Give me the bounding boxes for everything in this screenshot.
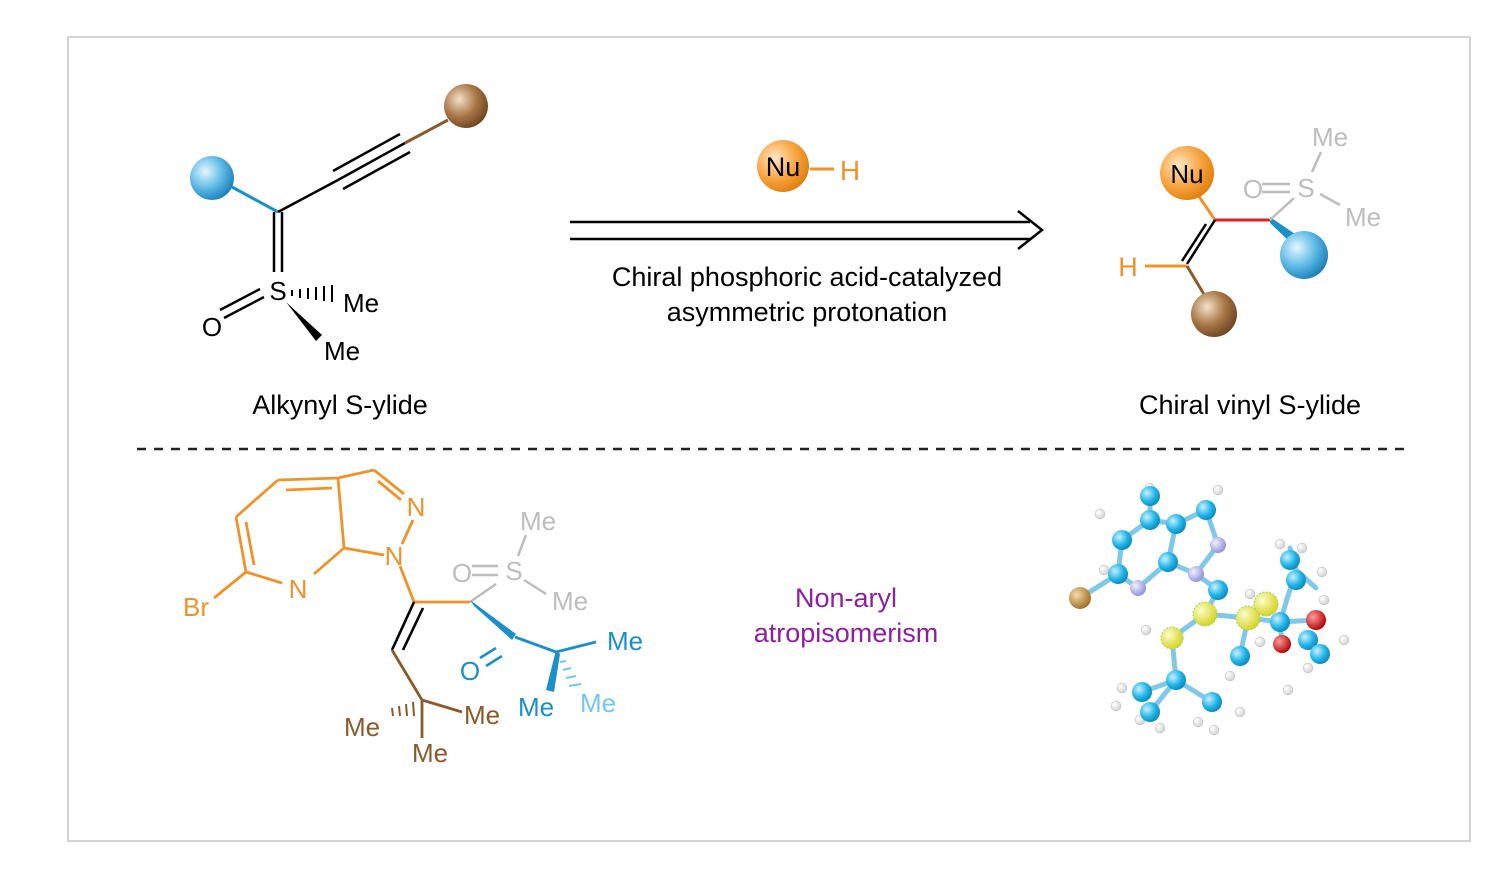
- blue-substituent-sphere: [1280, 231, 1328, 279]
- alkynyl-s-ylide-structure: S O Me Me: [190, 84, 488, 366]
- methyl-label: Me: [464, 700, 500, 730]
- nitrogen-atom-label: N: [289, 574, 308, 604]
- reagent-nu-h: Nu H: [757, 140, 860, 192]
- methyl-label: Me: [343, 288, 379, 318]
- left-structure-caption: Alkynyl S-ylide: [252, 390, 428, 420]
- reaction-condition-line1: Chiral phosphoric acid-catalyzed: [612, 262, 1002, 292]
- reaction-arrow: [570, 210, 1045, 250]
- methyl-label: Me: [518, 692, 554, 722]
- methyl-label: Me: [1312, 122, 1348, 152]
- methyl-label: Me: [607, 626, 643, 656]
- sulfur-atom-label: S: [505, 556, 522, 586]
- methyl-label: Me: [344, 712, 380, 742]
- reaction-condition-line2: asymmetric protonation: [667, 297, 948, 327]
- bromine-atom-sphere: [1069, 587, 1091, 609]
- chiral-vinyl-s-ylide-structure: Nu H O S Me Me: [1118, 122, 1381, 337]
- methyl-label: Me: [324, 336, 360, 366]
- bromine-atom-label: Br: [183, 592, 209, 622]
- brown-substituent-sphere: [444, 84, 488, 128]
- methyl-label: Me: [552, 586, 588, 616]
- atropisomerism-label-line2: atropisomerism: [754, 618, 939, 648]
- nucleophile-sphere: [1160, 146, 1214, 200]
- nitrogen-atom-label: N: [407, 492, 426, 522]
- nucleophile-label: Nu: [766, 152, 801, 182]
- atropisomerism-label-line1: Non-aryl: [795, 583, 897, 613]
- methyl-label: Me: [1345, 202, 1381, 232]
- brown-substituent-sphere: [1191, 291, 1237, 337]
- ketone-oxygen-label: O: [460, 656, 480, 686]
- methyl-label: Me: [412, 738, 448, 768]
- sulfur-atom-label: S: [1297, 173, 1314, 203]
- methyl-label: Me: [580, 688, 616, 718]
- oxygen-atom-label: O: [202, 312, 222, 342]
- atropisomer-molecule-structure: Br N N N O S Me Me O Me Me Me Me Me Me: [183, 468, 643, 768]
- hydrogen-label: H: [1118, 252, 1138, 282]
- oxygen-atom-label: O: [452, 558, 472, 588]
- nitrogen-atom-label: N: [385, 541, 404, 571]
- nucleophile-sphere: [757, 140, 809, 192]
- right-structure-caption: Chiral vinyl S-ylide: [1139, 390, 1361, 420]
- oxygen-atom-label: O: [1243, 174, 1263, 204]
- sulfur-atom-label: S: [269, 276, 286, 306]
- nucleophile-label: Nu: [1170, 159, 1203, 189]
- methyl-label: Me: [520, 506, 556, 536]
- blue-substituent-sphere: [190, 156, 234, 200]
- crystal-structure-model: [1069, 482, 1350, 736]
- hydrogen-label: H: [840, 155, 860, 186]
